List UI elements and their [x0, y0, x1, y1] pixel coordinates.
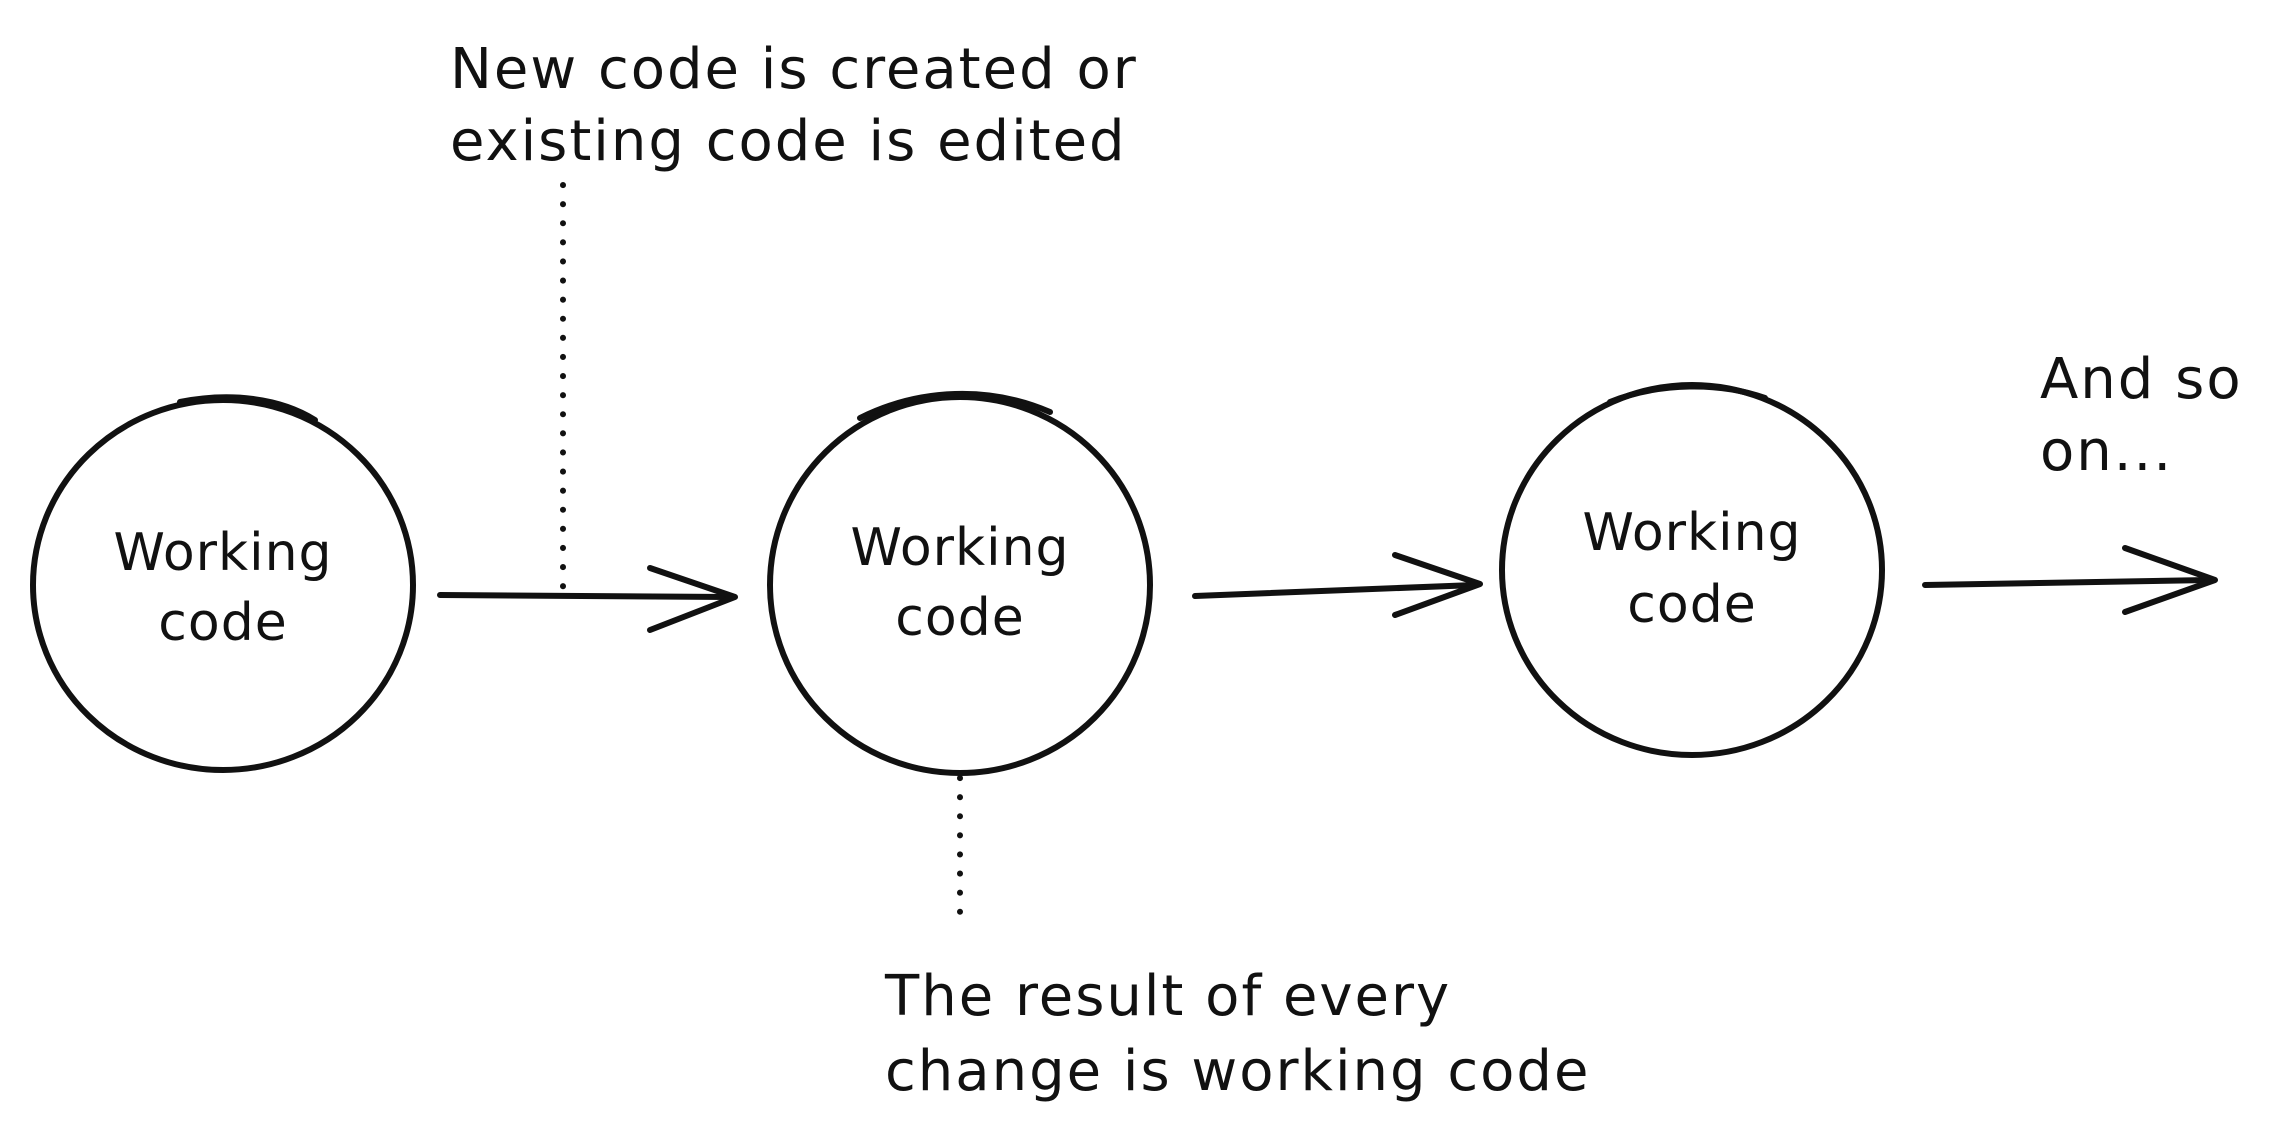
arrow-1-shaft: [437, 592, 733, 600]
node-1: Working code: [30, 394, 416, 773]
end-annotation-line1: And so: [2040, 347, 2243, 412]
node-3: Working code: [1499, 382, 1885, 758]
node-2-label-line2: code: [895, 588, 1024, 648]
top-annotation-line1: New code is created or: [450, 37, 1138, 102]
arrow-3: [1922, 545, 2218, 615]
node-2-label-line1: Working: [850, 518, 1069, 578]
arrow-1: [437, 565, 738, 633]
bottom-annotation-line2: change is working code: [885, 1039, 1590, 1104]
node-3-circle-sketch: [1607, 383, 1768, 405]
node-1-circle: [30, 397, 416, 773]
node-1-circle-sketch: [177, 394, 318, 423]
top-annotation-line2: existing code is edited: [450, 109, 1127, 174]
arrow-3-shaft: [1922, 577, 2213, 588]
node-2-circle-sketch: [857, 390, 1053, 421]
node-1-label-line1: Working: [113, 523, 332, 583]
bottom-annotation: The result of every change is working co…: [884, 964, 1590, 1104]
node-3-circle: [1499, 382, 1885, 758]
arrow-2: [1192, 552, 1483, 618]
arrow-2-head: [1392, 552, 1483, 618]
arrow-1-head: [647, 565, 738, 633]
arrow-3-head: [2122, 545, 2218, 615]
end-annotation: And so on...: [2040, 347, 2243, 484]
arrow-2-shaft: [1192, 582, 1478, 599]
end-annotation-line2: on...: [2040, 419, 2173, 484]
node-3-label-line2: code: [1627, 575, 1756, 635]
node-2-circle: [767, 394, 1153, 776]
top-annotation: New code is created or existing code is …: [450, 37, 1138, 174]
node-2: Working code: [767, 390, 1153, 776]
node-1-label-line2: code: [158, 593, 287, 653]
bottom-annotation-line1: The result of every: [884, 964, 1451, 1029]
node-3-label-line1: Working: [1582, 503, 1801, 563]
